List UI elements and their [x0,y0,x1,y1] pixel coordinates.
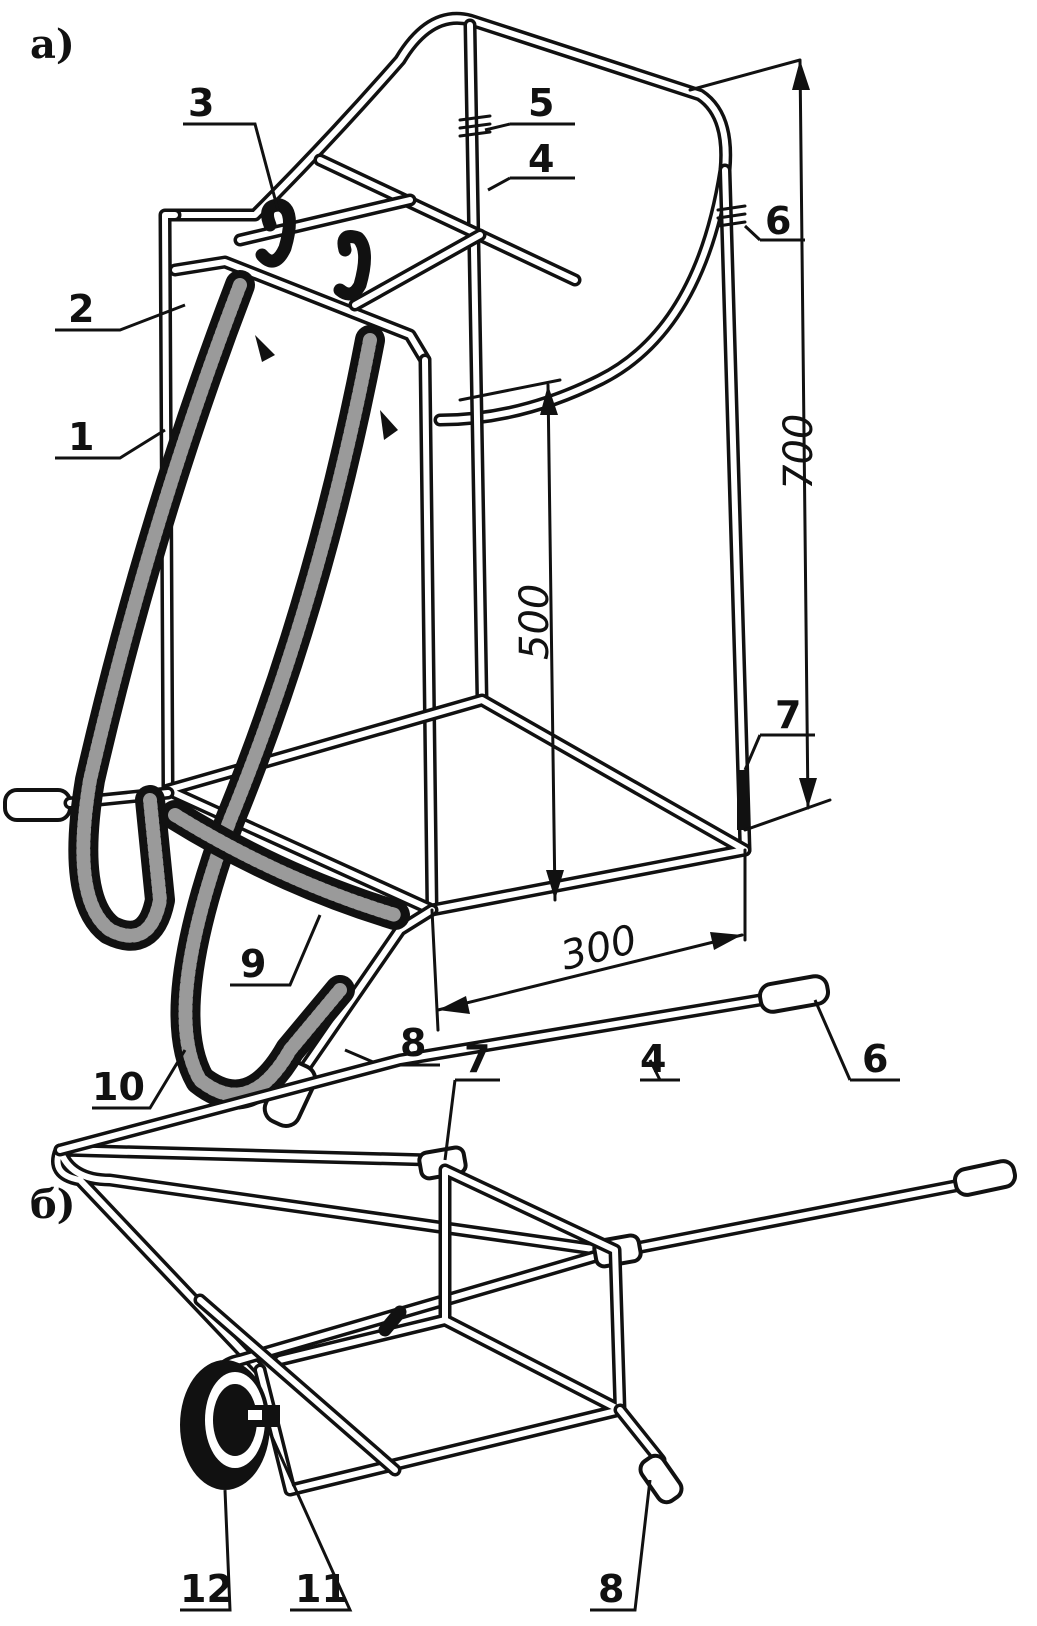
part-label-b-6: 6 [862,1037,888,1081]
part-label-a-8: 8 [400,1021,426,1065]
part-label-a-2: 2 [68,287,94,331]
panel-a-drawing [3,11,832,1129]
panel-b-drawing [51,974,1018,1612]
hook-right [333,230,371,301]
part-label-a-4: 4 [528,137,554,181]
part-label-a-7: 7 [775,693,801,737]
panel-a-leaders [55,122,815,1110]
left-handle-grip [3,788,72,822]
dim-700-line [688,58,832,832]
part-labels-a: 1 2 3 4 5 6 7 8 9 10 [68,81,801,1109]
part-label-b-12: 12 [180,1567,233,1611]
grip-upper [757,974,831,1014]
dim-300-line [430,848,747,1032]
dim-500-label: 500 [512,584,558,660]
cart-box-frame [253,1163,627,1497]
part-label-a-5: 5 [528,81,554,125]
part-labels-b: 4 6 7 8 11 12 [180,1037,888,1611]
part-label-b-8: 8 [598,1567,624,1611]
hook-left [255,198,296,268]
part-label-b-4: 4 [640,1037,666,1081]
grip-lower [952,1159,1018,1197]
part-label-b-7: 7 [464,1037,490,1081]
panel-a-label: а) [30,21,75,68]
part-label-a-3: 3 [188,81,214,125]
dim-700-label: 700 [776,414,822,490]
part-label-a-10: 10 [92,1065,145,1109]
part-label-a-9: 9 [240,942,266,986]
part-label-b-11: 11 [295,1567,348,1611]
dim-500-line [458,378,562,902]
part-label-a-1: 1 [68,415,94,459]
part-label-a-6: 6 [765,199,791,243]
panel-b-label: б) [30,1181,76,1228]
panel-labels: а) б) [30,21,76,1228]
dim-300-label: 300 [556,917,641,980]
